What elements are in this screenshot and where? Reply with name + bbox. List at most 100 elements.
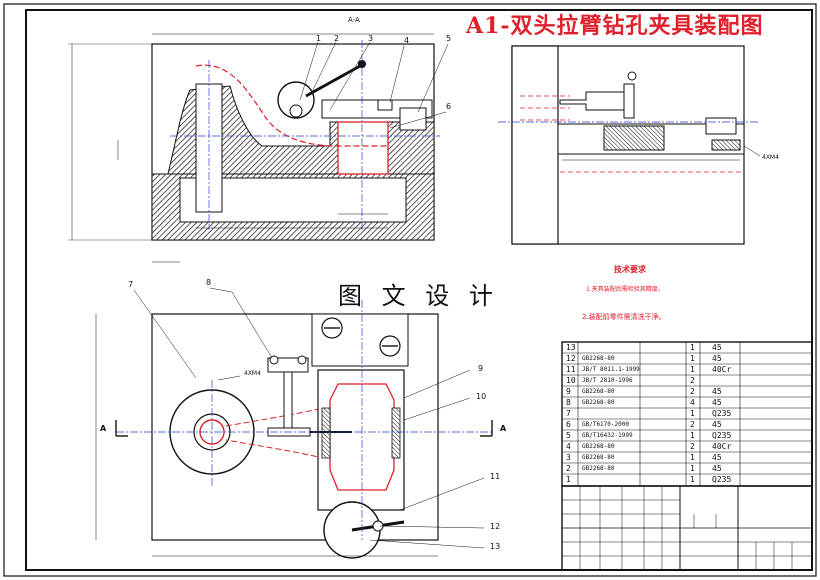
bom-row-qty: 2: [690, 442, 695, 451]
bom-row-code: GB/T6170-2000: [582, 421, 629, 428]
support-post: [399, 107, 427, 131]
bom-row-material: Q235: [712, 409, 732, 418]
leader-9: [403, 369, 471, 399]
front-bar-right: [391, 407, 401, 459]
bom-row-material: 45: [712, 464, 722, 473]
bom-row-code: GB2268-80: [582, 355, 615, 362]
bom-row-material: 40Cr: [712, 365, 732, 374]
section-label: A-A: [348, 16, 360, 24]
thread-callout-front: 4XM4: [244, 370, 261, 377]
bom-row-no: 9: [566, 387, 571, 396]
bom-row-no: 12: [566, 354, 576, 363]
bom-row-qty: 1: [690, 365, 695, 374]
side-clamp-post: [623, 83, 635, 119]
balloon-8: 8: [206, 278, 212, 287]
tech-note-2: 2.装配前零件需清洗干净。: [582, 313, 666, 321]
bom-row-no: 5: [566, 431, 571, 440]
bom-row-no: 4: [566, 442, 571, 451]
bom-row-no: 2: [566, 464, 571, 473]
bom-row-no: 3: [566, 453, 571, 462]
view-letter-left: A: [100, 424, 107, 433]
section-view-aa: [68, 33, 449, 263]
bom-row-qty: 1: [690, 354, 695, 363]
balloon-7: 7: [128, 280, 134, 289]
bom-row-material: 45: [712, 354, 722, 363]
front-view: [95, 287, 493, 559]
nut: [377, 99, 393, 111]
leader-8: [209, 287, 273, 359]
bom-row-qty: 1: [690, 431, 695, 440]
leader-2: [311, 41, 337, 93]
balloon-9: 9: [478, 364, 484, 373]
bom-row-material: 45: [712, 453, 722, 462]
side-leader-thread: [743, 145, 761, 157]
balloon-6: 6: [446, 102, 452, 111]
bom-row-code: GB2268-80: [582, 388, 615, 395]
bom-row-no: 8: [566, 398, 571, 407]
side-knob: [627, 71, 637, 81]
bom-row-material: 45: [712, 387, 722, 396]
bom-row-code: GB2268-80: [582, 399, 615, 406]
bom-row-material: 40Cr: [712, 442, 732, 451]
bom-row-code: JB/T 2810-1996: [582, 377, 633, 384]
handwheel: [277, 81, 315, 119]
leader-6: [389, 111, 447, 129]
side-view: [498, 45, 761, 245]
leader-11: [399, 477, 485, 511]
balloon-3: 3: [368, 34, 374, 43]
bom-row-qty: 1: [690, 343, 695, 352]
bom-row-no: 6: [566, 420, 571, 429]
side-column: [511, 45, 559, 245]
bom-row-qty: 2: [690, 387, 695, 396]
bom-row-code: GB2268-80: [582, 454, 615, 461]
bom-row-material: Q235: [712, 475, 732, 484]
thread-callout-side: 4XM4: [762, 154, 779, 161]
leader-1: [299, 41, 319, 101]
balloon-11: 11: [490, 472, 501, 481]
bom-row-qty: 1: [690, 409, 695, 418]
leader-4: [389, 45, 405, 103]
bom-row-no: 13: [566, 343, 576, 352]
bom-row-qty: 2: [690, 420, 695, 429]
balloon-5: 5: [446, 34, 452, 43]
bom-row-code: JB/T 8011.1-1999: [582, 366, 640, 373]
drawing-title: A1-双头拉臂钻孔夹具装配图: [466, 12, 810, 40]
leader-13: [369, 539, 485, 549]
bom-row-no: 11: [566, 365, 576, 374]
balloon-1: 1: [316, 34, 322, 43]
bom-row-qty: 2: [690, 376, 695, 385]
leader-12: [379, 525, 485, 529]
handwheel-hub: [289, 104, 303, 118]
balloon-2: 2: [334, 34, 340, 43]
bom-row-material: 45: [712, 420, 722, 429]
bom-row-material: 45: [712, 398, 722, 407]
side-hatched-block: [603, 125, 665, 151]
bom-row-code: GB/T16432-1999: [582, 432, 633, 439]
balloon-13: 13: [490, 542, 501, 551]
handle: [305, 64, 361, 98]
watermark-text: 图 文 设 计: [338, 282, 499, 310]
side-screw: [711, 139, 741, 151]
bom-row-code: GB2268-80: [582, 443, 615, 450]
balloon-12: 12: [490, 522, 501, 531]
front-nut-left: [269, 355, 279, 365]
bom-row-qty: 1: [690, 464, 695, 473]
bom-row-no: 10: [566, 376, 576, 385]
bom-row-no: 7: [566, 409, 571, 418]
view-letter-right: A: [500, 424, 507, 433]
inner-frame: [25, 9, 813, 571]
bom-row-qty: 1: [690, 475, 695, 484]
front-nut-right: [297, 355, 307, 365]
side-bush: [705, 117, 737, 135]
bill-of-materials-grid: [561, 341, 813, 571]
tech-requirements-title: 技术要求: [614, 265, 646, 274]
bom-row-qty: 1: [690, 453, 695, 462]
balloon-10: 10: [476, 392, 487, 401]
leader-7: [133, 289, 197, 379]
outer-frame: [3, 3, 817, 577]
bom-row-material: Q235: [712, 431, 732, 440]
side-clamp-rod: [559, 91, 627, 111]
leader-5: [417, 43, 449, 113]
bom-row-qty: 4: [690, 398, 695, 407]
